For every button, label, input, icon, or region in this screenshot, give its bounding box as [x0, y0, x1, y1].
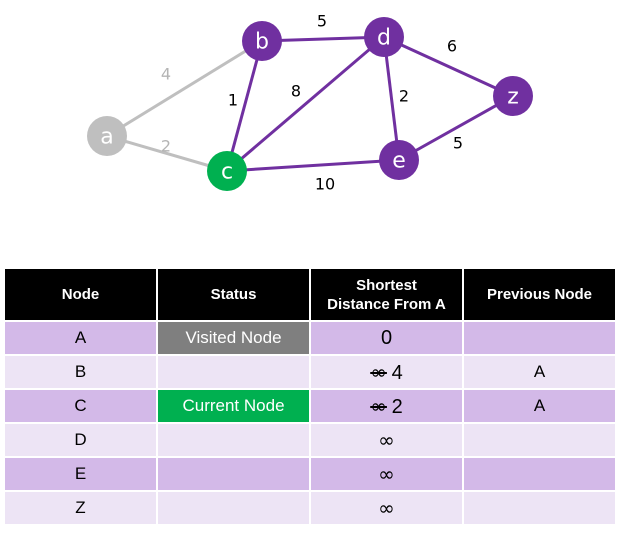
header-node: Node: [5, 269, 156, 320]
distance-value: 4: [391, 361, 403, 384]
table-header-row: Node Status Shortest Distance From A Pre…: [5, 269, 615, 320]
cell-previous: A: [464, 390, 615, 422]
cell-node: B: [5, 356, 156, 388]
cell-previous: [464, 322, 615, 354]
edge-a-c: [106, 134, 228, 173]
graph-node-z: z: [493, 76, 533, 116]
node-label-d: d: [377, 26, 391, 51]
edge-b-d: [261, 35, 385, 43]
cell-node: E: [5, 458, 156, 490]
graph-node-c: c: [207, 151, 247, 191]
distance-value: ∞: [378, 462, 395, 486]
edge-weight-b-c: 1: [228, 91, 238, 110]
cell-node: Z: [5, 492, 156, 524]
graph-edge-weights: 4 2 1 5 8 10 2 6 5: [161, 12, 463, 194]
table-row: A Visited Node 0: [5, 322, 615, 354]
graph-node-d: d: [364, 17, 404, 57]
distance-value: 0: [380, 326, 393, 349]
graph-node-e: e: [379, 140, 419, 180]
node-label-b: b: [255, 30, 269, 55]
node-label-a: a: [100, 125, 113, 150]
edge-weight-d-z: 6: [447, 37, 457, 56]
cell-previous: [464, 424, 615, 456]
edge-c-e: [226, 158, 400, 173]
edge-weight-a-b: 4: [161, 65, 171, 84]
cell-distance: ∞ 2: [311, 390, 462, 422]
node-circle-e: [379, 140, 419, 180]
node-label-e: e: [392, 149, 406, 174]
cell-status: [158, 356, 309, 388]
dijkstra-table: Node Status Shortest Distance From A Pre…: [3, 267, 617, 526]
node-circle-d: [364, 17, 404, 57]
cell-previous: [464, 492, 615, 524]
header-status: Status: [158, 269, 309, 320]
table-row: B ∞ 4 A: [5, 356, 615, 388]
edge-a-b: [106, 39, 263, 138]
distance-value: ∞: [378, 428, 395, 452]
distance-value: ∞: [378, 496, 395, 520]
cell-node: C: [5, 390, 156, 422]
edge-weight-c-e: 10: [315, 175, 335, 194]
graph-nodes: a b c d e z: [87, 17, 533, 191]
node-circle-c: [207, 151, 247, 191]
node-circle-b: [242, 21, 282, 61]
node-circle-a: [87, 116, 127, 156]
edge-d-z: [383, 35, 514, 98]
edge-weight-e-z: 5: [453, 134, 463, 153]
status-badge-current: Current Node: [158, 390, 309, 422]
table-row: E ∞: [5, 458, 615, 490]
node-circle-z: [493, 76, 533, 116]
cell-distance: ∞ 4: [311, 356, 462, 388]
header-shortest-distance: Shortest Distance From A: [311, 269, 462, 320]
cell-distance: ∞: [311, 458, 462, 490]
edge-weight-a-c: 2: [161, 137, 171, 156]
edge-b-c: [225, 40, 264, 172]
status-badge-visited: Visited Node: [158, 322, 309, 354]
cell-distance: 0: [311, 322, 462, 354]
table-row: D ∞: [5, 424, 615, 456]
header-previous-node: Previous Node: [464, 269, 615, 320]
table-row: Z ∞: [5, 492, 615, 524]
edge-e-z: [398, 94, 514, 162]
graph-node-a: a: [87, 116, 127, 156]
cell-node: D: [5, 424, 156, 456]
header-distance-line2: Distance From A: [327, 295, 446, 313]
cell-previous: A: [464, 356, 615, 388]
node-label-c: c: [221, 160, 233, 185]
cell-status: [158, 458, 309, 490]
cell-previous: [464, 458, 615, 490]
table-row: C Current Node ∞ 2 A: [5, 390, 615, 422]
graph-diagram: 4 2 1 5 8 10 2 6 5 a b c d e z: [87, 12, 533, 194]
graph-node-b: b: [242, 21, 282, 61]
cell-distance: ∞: [311, 424, 462, 456]
graph-edges: [106, 35, 514, 173]
old-distance-value: ∞: [370, 359, 387, 384]
cell-distance: ∞: [311, 492, 462, 524]
edge-d-e: [382, 36, 401, 161]
edge-weight-b-d: 5: [317, 12, 327, 31]
edge-weight-d-e: 2: [399, 87, 409, 106]
node-label-z: z: [507, 85, 519, 110]
edge-weight-c-d: 8: [291, 82, 301, 101]
cell-status: [158, 424, 309, 456]
header-distance-line1: Shortest: [356, 276, 417, 294]
old-distance-value: ∞: [370, 393, 387, 418]
cell-status: [158, 492, 309, 524]
edge-c-d: [226, 35, 385, 173]
cell-node: A: [5, 322, 156, 354]
distance-value: 2: [391, 395, 403, 418]
